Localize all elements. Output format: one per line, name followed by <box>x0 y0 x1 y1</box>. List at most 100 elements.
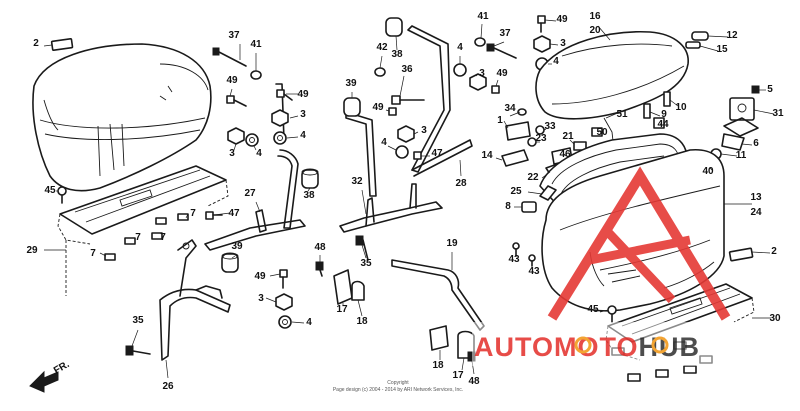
plate-1 <box>505 121 531 141</box>
leader-lines <box>43 19 775 379</box>
left-saddlebag-lid <box>32 43 212 192</box>
lock-31 <box>723 97 759 137</box>
callout-c33: 33 <box>544 121 556 132</box>
bolt-47-center <box>413 151 422 160</box>
clip-7k <box>611 347 625 356</box>
callout-c3e: 3 <box>479 68 485 79</box>
rubber-38-center <box>385 17 403 37</box>
callout-c4d: 4 <box>381 137 387 148</box>
bolt-49-e <box>491 85 500 94</box>
callout-c23: 23 <box>535 133 547 144</box>
callout-c38b: 38 <box>391 49 403 60</box>
callout-c3c: 3 <box>258 293 264 304</box>
callout-c10: 10 <box>675 102 687 113</box>
callout-c43a: 43 <box>508 254 520 265</box>
callout-c15: 15 <box>716 44 728 55</box>
washer-34 <box>517 108 527 116</box>
striker-21 <box>573 141 587 151</box>
callout-c35a: 35 <box>132 315 144 326</box>
rubber-39-left <box>221 252 239 273</box>
washer-42 <box>374 67 386 77</box>
callout-c38a: 38 <box>303 190 315 201</box>
callout-c49d: 49 <box>372 102 384 113</box>
bolt-49-a <box>226 95 247 107</box>
bolt-35-left <box>125 345 151 356</box>
pad-44 <box>653 117 665 129</box>
nut-3-c <box>275 293 293 311</box>
copyright-line-2: Page design (c) 2004 - 2014 by ARI Netwo… <box>333 387 463 393</box>
callout-c49f: 49 <box>556 14 568 25</box>
grab-rail-19 <box>391 259 485 331</box>
copyright-line-1: Copyright <box>387 380 409 386</box>
rivet-43a <box>512 242 520 257</box>
callout-c51: 51 <box>616 109 628 120</box>
clip-7a <box>177 213 189 221</box>
clip-7b <box>124 237 136 245</box>
bolt-47-left <box>205 211 223 220</box>
callout-c3d: 3 <box>421 125 427 136</box>
clip-7c <box>151 232 163 240</box>
clip-7j <box>683 365 697 374</box>
callout-c3f: 3 <box>560 38 566 49</box>
callout-c34: 34 <box>504 103 516 114</box>
callout-c47b: 47 <box>431 148 443 159</box>
callout-c22: 22 <box>527 172 539 183</box>
callout-c49b: 49 <box>297 89 309 100</box>
clip-7f <box>673 341 687 350</box>
bolt-49-f <box>537 15 546 33</box>
screw-45-left <box>57 186 67 204</box>
hinge-9-10 <box>643 91 671 119</box>
callout-c43b: 43 <box>528 266 540 277</box>
washer-41-center <box>474 37 486 47</box>
bolt-5 <box>751 85 760 94</box>
callout-c45a: 45 <box>44 185 56 196</box>
callout-c28: 28 <box>455 178 467 189</box>
front-arrow-label: FR. <box>52 359 72 377</box>
clip-8 <box>521 201 537 213</box>
callout-c17b: 17 <box>452 370 464 381</box>
callout-c7c: 7 <box>160 232 166 243</box>
callout-c39b: 39 <box>345 78 357 89</box>
clip-7i <box>655 369 669 378</box>
callout-c24: 24 <box>750 207 762 218</box>
callout-c21: 21 <box>562 131 574 142</box>
callout-c46: 46 <box>559 149 571 160</box>
nut-3-b <box>227 127 245 145</box>
callout-c39a: 39 <box>231 241 243 252</box>
callout-c44: 44 <box>657 119 669 130</box>
clip-7g <box>699 355 713 364</box>
bracket-27 <box>204 209 306 251</box>
cap-2-left <box>50 37 74 52</box>
bolt-37-center <box>486 43 517 59</box>
callout-c2b: 2 <box>771 246 777 257</box>
washer-41-left <box>250 70 262 80</box>
screw-45-right <box>607 305 617 323</box>
callout-c42: 42 <box>376 42 388 53</box>
callout-c20: 20 <box>589 25 601 36</box>
clip-7d <box>104 253 116 261</box>
callout-c45b: 45 <box>587 304 599 315</box>
callout-c7b: 7 <box>135 232 141 243</box>
callout-c40: 40 <box>702 166 714 177</box>
callout-c2a: 2 <box>33 38 39 49</box>
callout-c13: 13 <box>750 192 762 203</box>
nut-3-f <box>533 35 551 53</box>
callout-c31: 31 <box>772 108 784 119</box>
callout-c30: 30 <box>769 313 781 324</box>
nut-4-b <box>245 133 259 147</box>
watermark-triangle-icon <box>547 166 731 321</box>
left-saddlebag-inner-tray <box>57 165 229 296</box>
callout-c3b: 3 <box>229 148 235 159</box>
bolt-49-b <box>276 89 293 101</box>
callout-c37b: 37 <box>499 28 511 39</box>
callout-c4c: 4 <box>306 317 312 328</box>
watermark-gear-icon <box>651 336 669 354</box>
callout-c37a: 37 <box>228 30 240 41</box>
callout-c6: 6 <box>753 138 759 149</box>
callout-c17a: 17 <box>336 304 348 315</box>
cap-2-right <box>728 247 754 262</box>
callout-c49e: 49 <box>496 68 508 79</box>
bolt-48-lower <box>467 351 476 362</box>
